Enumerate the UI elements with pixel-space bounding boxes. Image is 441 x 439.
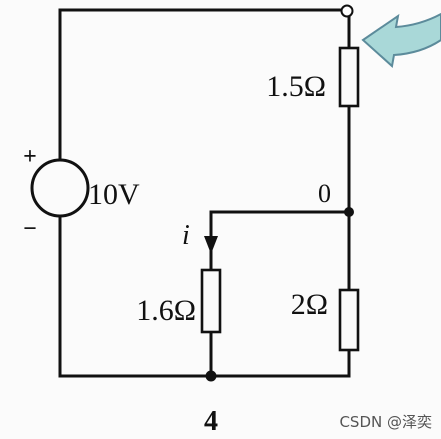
junction-node-bottom	[205, 370, 217, 382]
source-minus-sign: −	[23, 216, 37, 242]
csdn-watermark: CSDN @泽奕	[339, 413, 432, 431]
resistor-1-5-ohm	[338, 46, 360, 108]
terminal-node	[340, 4, 354, 18]
resistor-1-6-ohm	[200, 268, 222, 334]
current-label: i	[182, 220, 190, 251]
junction-node-0	[344, 207, 354, 217]
resistor-1-6-label: 1.6Ω	[136, 294, 196, 327]
node-0-label: 0	[318, 179, 331, 208]
voltage-source-circle	[30, 158, 90, 218]
current-arrow-icon	[204, 236, 218, 254]
source-voltage-label: 10V	[88, 178, 140, 211]
voltage-source: + −	[23, 144, 90, 242]
source-plus-sign: +	[23, 144, 37, 170]
figure-number: 4	[204, 406, 218, 437]
circuit-wires	[58, 8, 351, 378]
resistor-2-label: 2Ω	[291, 288, 328, 321]
resistor-2-ohm	[338, 288, 360, 352]
resistor-1-5-label: 1.5Ω	[266, 70, 326, 103]
pointer-arrow-icon	[361, 12, 441, 68]
